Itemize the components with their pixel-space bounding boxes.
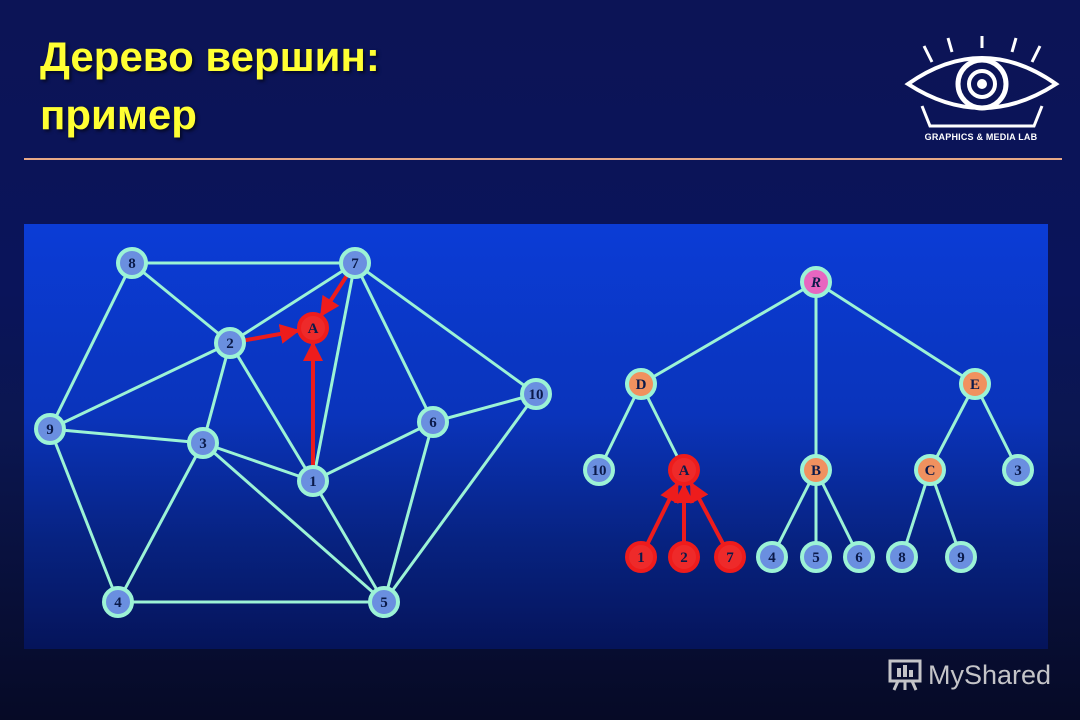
tree-arrow-t7-to-tA (689, 481, 725, 545)
graph-edge-8-2 (131, 261, 231, 345)
graph-node-2: 2 (214, 327, 246, 359)
tree-edge-E-t3 (973, 383, 1020, 471)
tree-edge-R-D (640, 280, 817, 386)
tree-edge-D-tA (639, 383, 686, 471)
tree-node-label: 1 (637, 550, 645, 566)
graph-node-5: 5 (368, 586, 400, 618)
graph-node-label: 5 (380, 595, 388, 611)
tree-node-label: 9 (957, 550, 965, 566)
watermark-text: MyShared (928, 660, 1052, 690)
tree-node-4: 4 (756, 541, 788, 573)
graph-edge-1-6 (312, 420, 434, 483)
tree-node-6: 6 (843, 541, 875, 573)
graph-edge-7-6 (353, 262, 435, 423)
tree-node-label: 3 (1014, 463, 1022, 479)
graph-edge-6-5 (382, 421, 435, 603)
graph-edge-6-10 (432, 392, 537, 424)
graph-node-label: A (308, 321, 319, 337)
graph-node-label: 9 (46, 422, 54, 438)
tree-node-10: 10 (583, 454, 615, 486)
graph-node-3: 3 (187, 427, 219, 459)
tree-node-label: E (970, 377, 980, 393)
graph-node-6: 6 (417, 406, 449, 438)
graph-arrow-7-to-A (319, 274, 349, 318)
graph-node-A: A (297, 312, 329, 344)
graph-node-label: 10 (529, 387, 544, 403)
tree-edge-R-E (815, 280, 976, 386)
tree-node-R: R (800, 266, 832, 298)
graph-node-10: 10 (520, 378, 552, 410)
graph-node-label: 6 (429, 415, 437, 431)
presentation-board-icon (888, 659, 922, 691)
tree-node-5: 5 (800, 541, 832, 573)
title-divider (24, 158, 1062, 160)
tree-node-8: 8 (886, 541, 918, 573)
graph-edge-2-3 (201, 342, 232, 444)
graph-edge-3-4 (116, 442, 205, 603)
logo-caption: GRAPHICS & MEDIA LAB (924, 132, 1038, 142)
graph-edge-2-9 (49, 341, 231, 431)
tree-edge-B-t4 (770, 469, 818, 558)
graph-edge-9-4 (48, 428, 120, 603)
tree-node-label: 10 (592, 463, 607, 479)
tree-node-label: 5 (812, 550, 820, 566)
tree-arrow-t1-to-tA (645, 481, 680, 545)
graph-node-label: 1 (309, 474, 317, 490)
graph-edge-1-5 (311, 480, 386, 603)
graph-edge-10-5 (382, 393, 538, 603)
slide-title-line-2: пример (40, 91, 197, 138)
tree-node-label: 4 (768, 550, 776, 566)
tree-node-label: 8 (898, 550, 906, 566)
graph-node-9: 9 (34, 413, 66, 445)
slide-title-line-1: Дерево вершин: (40, 33, 380, 80)
graph-node-label: 2 (226, 336, 234, 352)
tree-node-label: B (811, 463, 821, 479)
graph-node-label: 7 (351, 256, 359, 272)
tree-node-label: C (925, 463, 936, 479)
tree-node-E: E (959, 368, 991, 400)
graph-edge-3-5 (202, 441, 385, 604)
tree-node-1: 1 (625, 541, 657, 573)
tree-node-D: D (625, 368, 657, 400)
tree-edge-B-t6 (814, 469, 861, 558)
graph-node-label: 4 (114, 595, 122, 611)
graph-edge-7-10 (354, 261, 537, 396)
tree-node-9: 9 (945, 541, 977, 573)
graph-edge-2-1 (228, 342, 315, 482)
tree-node-B: B (800, 454, 832, 486)
graph-edge-7-2 (229, 261, 356, 345)
graph-node-4: 4 (102, 586, 134, 618)
tree-node-label: R (810, 275, 821, 291)
tree-edge-E-C (928, 383, 977, 471)
graph-edge-8-9 (48, 262, 134, 430)
tree-node-3: 3 (1002, 454, 1034, 486)
slide-title: Дерево вершин: пример (40, 28, 840, 144)
tree-node-2: 2 (668, 541, 700, 573)
tree-node-label: 6 (855, 550, 863, 566)
tree-node-label: 2 (680, 550, 688, 566)
tree-node-label: A (679, 463, 690, 479)
graph-edge-3-1 (202, 441, 314, 483)
tree-node-7: 7 (714, 541, 746, 573)
graph-node-label: 3 (199, 436, 207, 452)
graph-node-label: 8 (128, 256, 136, 272)
graph-edge-9-3 (49, 427, 204, 445)
graph-node-8: 8 (116, 247, 148, 279)
graph-node-1: 1 (297, 465, 329, 497)
eye-logo-icon (904, 36, 1060, 128)
tree-node-label: D (636, 377, 647, 393)
tree-node-C: C (914, 454, 946, 486)
graph-arrow-2-to-A (244, 324, 301, 344)
graph-node-7: 7 (339, 247, 371, 279)
graph-edge-7-1 (311, 262, 357, 482)
tree-node-label: 7 (726, 550, 734, 566)
tree-node-A: A (668, 454, 700, 486)
watermark: MyShared (888, 656, 1068, 696)
